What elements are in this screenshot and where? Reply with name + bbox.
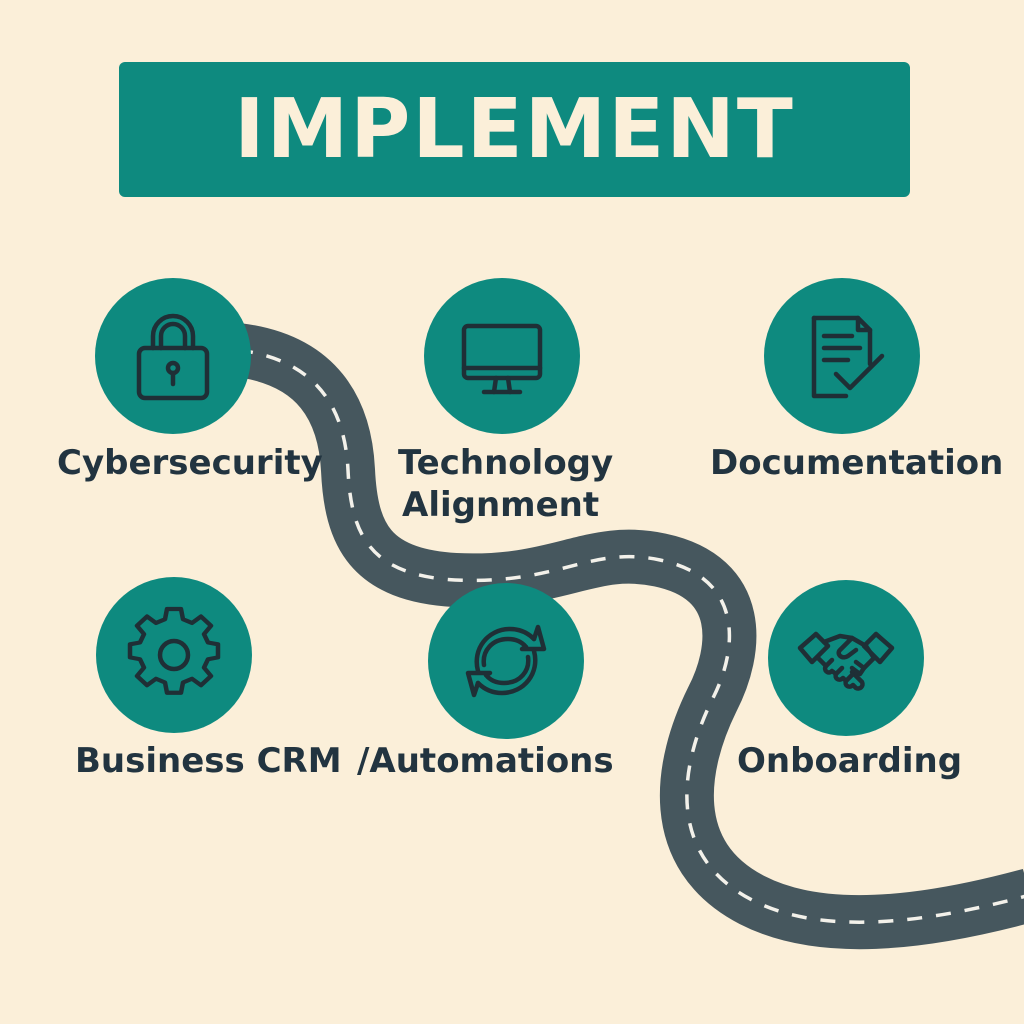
cybersecurity-circle (95, 278, 251, 434)
documentation-circle (764, 278, 920, 434)
technology-alignment-label-line1: Technology (398, 443, 614, 483)
gear-icon (127, 606, 221, 695)
business-crm-circle (96, 577, 252, 733)
onboarding-label-text: Onboarding (737, 741, 963, 781)
technology-alignment-circle (424, 278, 580, 434)
automations-label-text: /Automations (357, 741, 614, 781)
technology-alignment-label: Technology Alignment (398, 442, 613, 526)
documentation-label: Documentation (710, 442, 1003, 484)
business-crm-label-text: Business CRM (75, 741, 342, 781)
automations-label: /Automations (357, 740, 614, 782)
title-banner: IMPLEMENT (119, 62, 910, 197)
monitor-icon (461, 323, 543, 395)
automations-circle (428, 583, 584, 739)
cybersecurity-label-text: Cybersecurity (57, 443, 323, 483)
handshake-icon (797, 631, 895, 691)
refresh-arrows-icon (465, 624, 547, 698)
cybersecurity-label: Cybersecurity (57, 442, 323, 484)
road-center-dashes (237, 348, 1024, 924)
onboarding-label: Onboarding (737, 740, 962, 782)
onboarding-circle (768, 580, 924, 736)
lock-icon (136, 313, 210, 401)
page-title: IMPLEMENT (234, 81, 795, 177)
document-check-icon (811, 315, 885, 399)
technology-alignment-label-line2: Alignment (402, 485, 600, 525)
documentation-label-text: Documentation (710, 443, 1004, 483)
business-crm-label: Business CRM (75, 740, 342, 782)
